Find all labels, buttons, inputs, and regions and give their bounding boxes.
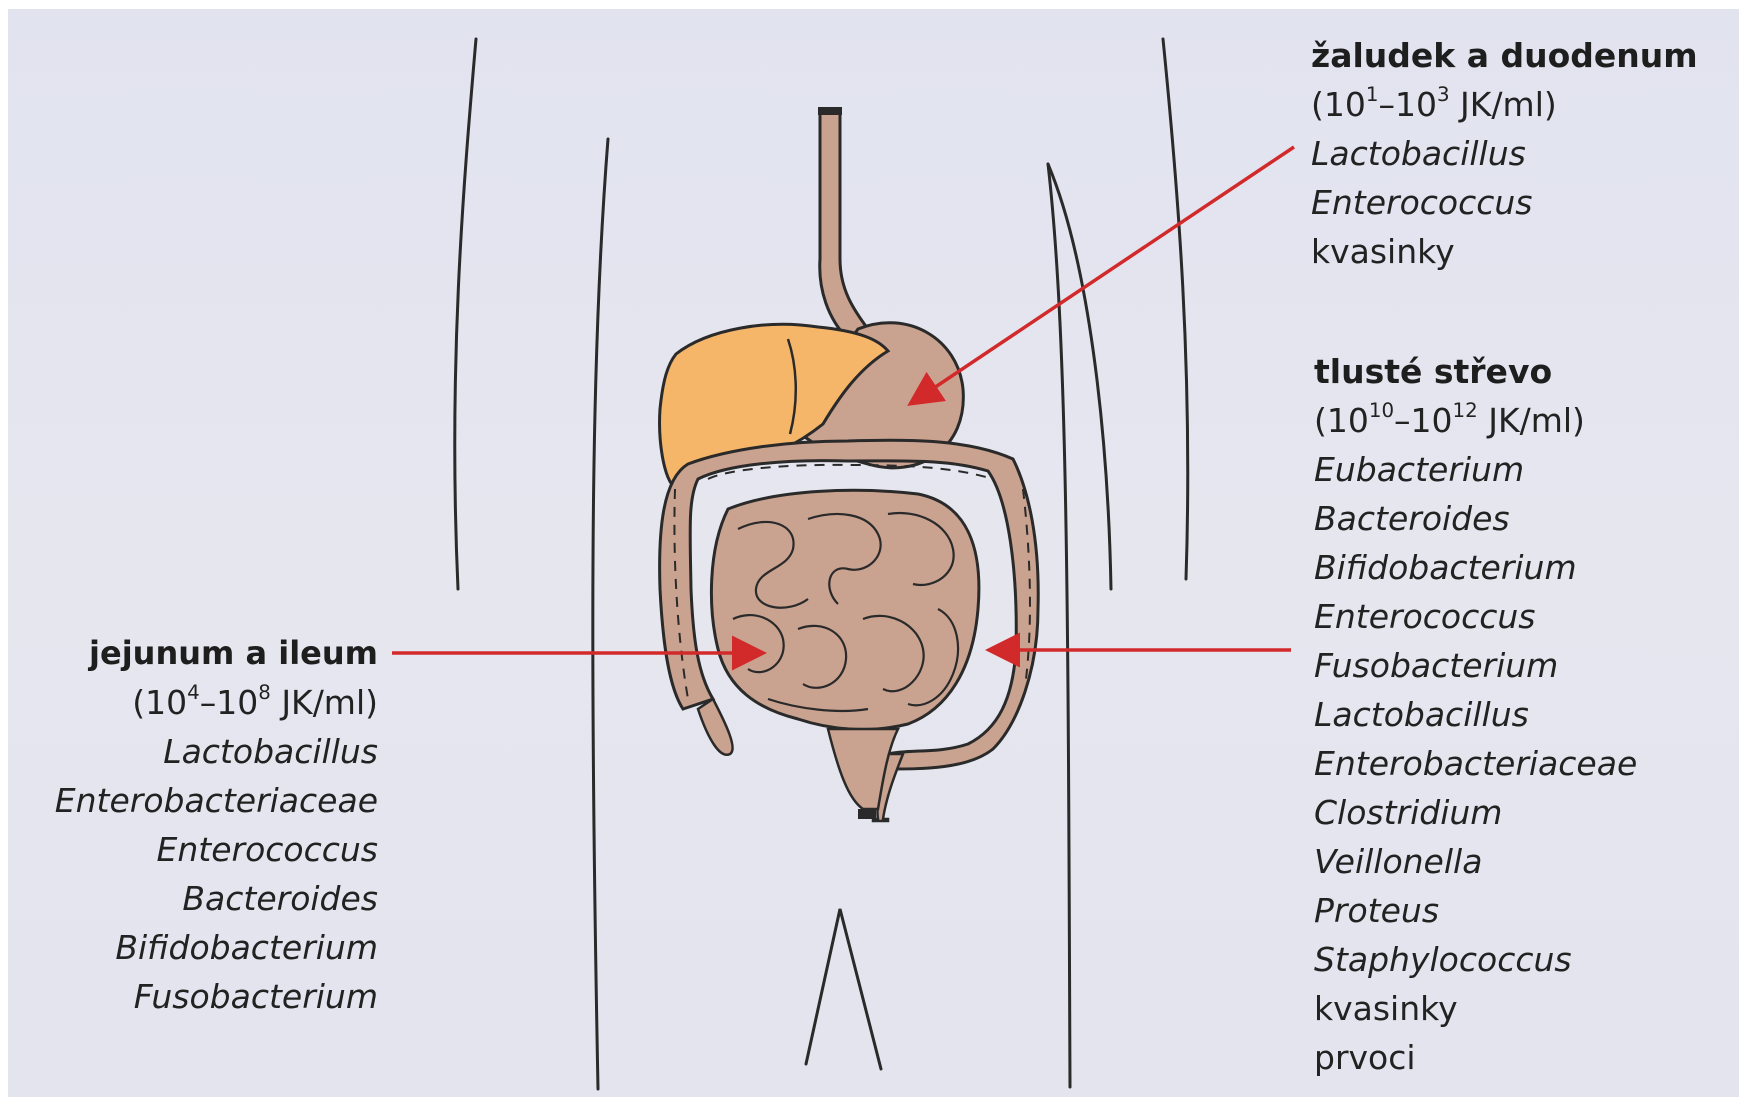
rectum-end [858,809,876,819]
small-intestine-organism: Bacteroides [55,874,378,923]
stomach-range: (101–103 JK/ml) [1311,80,1698,129]
colon-title: tlusté střevo [1314,347,1637,396]
small-intestine-organism: Fusobacterium [55,972,378,1021]
stomach-other: kvasinky [1311,227,1698,276]
small-intestine-organism: Enterobacteriaceae [55,776,378,825]
small-intestine-organism: Lactobacillus [55,727,378,776]
colon-other: prvoci [1314,1033,1637,1082]
colon-organism: Fusobacterium [1314,641,1637,690]
colon-organism: Bifidobacterium [1314,543,1637,592]
esophagus-top [818,107,842,115]
small-intestine-title: jejunum a ileum [55,629,378,678]
small-intestine-organism: Enterococcus [55,825,378,874]
appendix [698,699,733,755]
colon-other: kvasinky [1314,984,1637,1033]
colon-range: (1010–1012 JK/ml) [1314,396,1637,445]
colon-organism: Eubacterium [1314,445,1637,494]
colon-organism: Clostridium [1314,788,1637,837]
small-intestine-organism: Bifidobacterium [55,923,378,972]
stomach-label: žaludek a duodenum (101–103 JK/ml) Lacto… [1311,31,1698,276]
stomach-organism: Enterococcus [1311,178,1698,227]
colon-organism: Enterococcus [1314,592,1637,641]
stomach-title: žaludek a duodenum [1311,31,1698,80]
stomach-organism: Lactobacillus [1311,129,1698,178]
esophagus [820,109,868,339]
colon-organism: Bacteroides [1314,494,1637,543]
diagram: žaludek a duodenum (101–103 JK/ml) Lacto… [8,9,1739,1097]
small-intestine-label: jejunum a ileum (104–108 JK/ml) Lactobac… [55,629,378,1021]
colon-organism: Staphylococcus [1314,935,1637,984]
colon-organism: Proteus [1314,886,1637,935]
colon-organism: Veillonella [1314,837,1637,886]
colon-organism: Enterobacteriaceae [1314,739,1637,788]
colon-organism: Lactobacillus [1314,690,1637,739]
small-intestine-range: (104–108 JK/ml) [55,678,378,727]
arrow-stomach [913,147,1294,402]
colon-label: tlusté střevo (1010–1012 JK/ml) Eubacter… [1314,347,1637,1082]
